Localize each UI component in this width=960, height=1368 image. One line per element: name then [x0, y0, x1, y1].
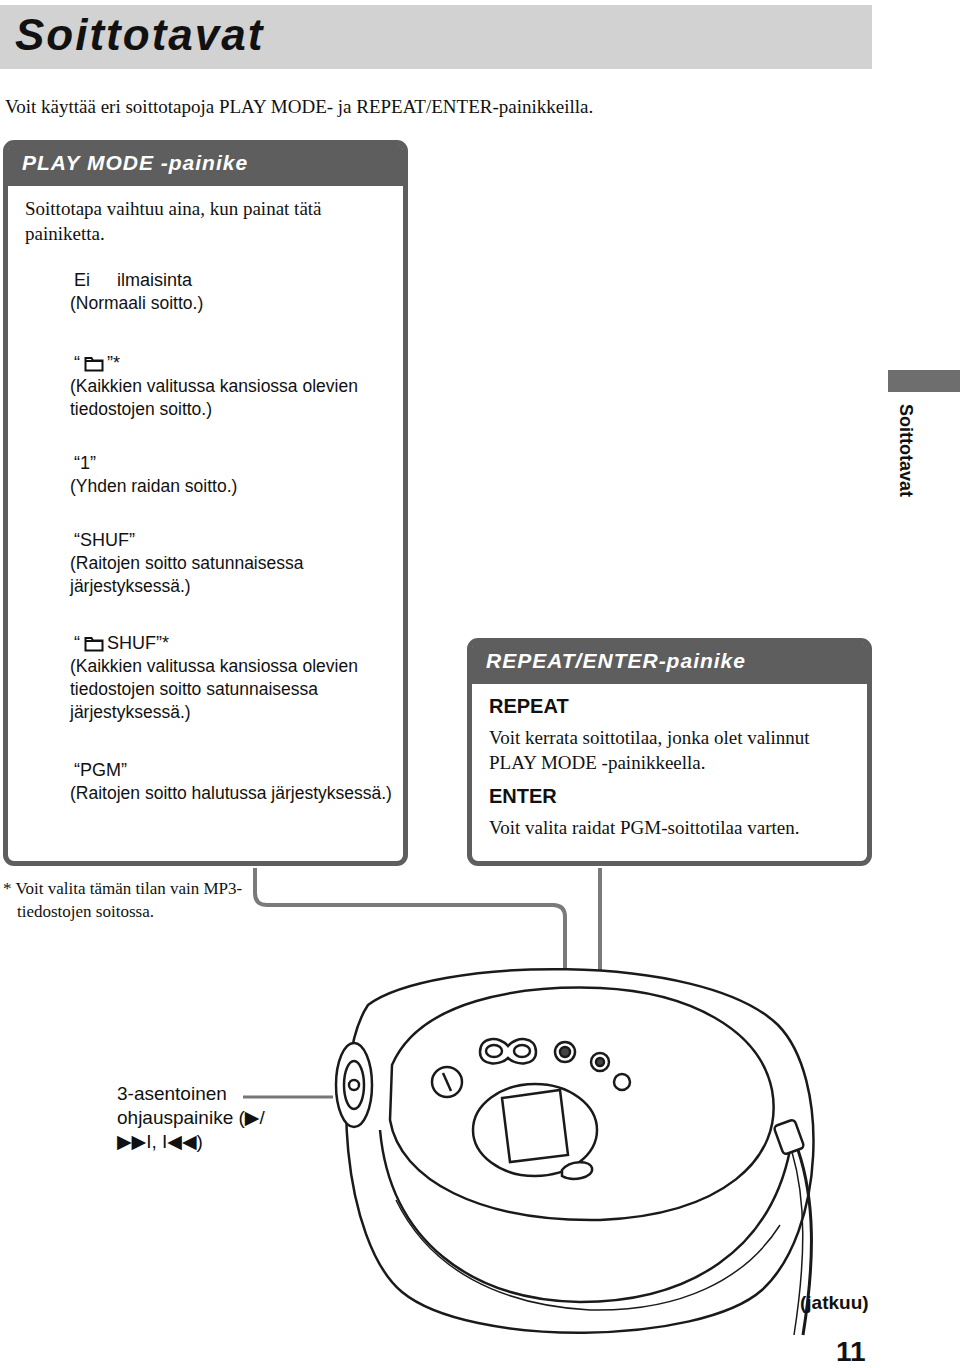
button-panel: PLAY MODE -painikeSoittotapa vaihtuu ain…	[3, 140, 408, 866]
folder-icon	[84, 356, 104, 372]
footnote: * Voit valita tämän tilan vain MP3-tiedo…	[3, 878, 262, 924]
drawing-stroke	[480, 1039, 536, 1063]
section-tab: Soittotavat	[895, 404, 916, 524]
drawing-stroke	[502, 1090, 568, 1162]
panel-heading: REPEAT/ENTER-painike	[472, 643, 867, 687]
drawing-stroke	[344, 1061, 364, 1109]
callout-leader	[243, 1096, 333, 1099]
description: (Normaali soitto.)	[70, 292, 405, 315]
display-indicator: “ ”*	[70, 352, 405, 375]
mode-item: “ ”*(Kaikkien valitussa kansiossa olevie…	[70, 352, 405, 421]
continued-note: (jatkuu)	[800, 1292, 900, 1314]
side-tab	[888, 370, 960, 392]
drawing-stroke	[596, 1058, 604, 1066]
page-number: 11	[836, 1336, 896, 1368]
subheading: ENTER	[472, 777, 867, 808]
mode-item: “SHUF”(Raitojen soitto satunnaisessa jär…	[70, 529, 405, 598]
display-indicator: “SHUF”	[70, 529, 405, 552]
drawing-stroke	[514, 1045, 530, 1057]
drawing-stroke	[443, 1073, 451, 1091]
mode-item: “PGM”(Raitojen soitto halutussa järjesty…	[70, 759, 405, 805]
callout-label: 3-asentoinen ohjauspainike (▶/▶▶I, I◀◀)	[117, 1082, 267, 1153]
mode-item: “ SHUF”*(Kaikkien valitussa kansiossa ol…	[70, 632, 405, 724]
folder-icon	[84, 636, 104, 652]
drawing-stroke	[432, 1067, 462, 1097]
display-indicator: “ SHUF”*	[70, 632, 405, 655]
display-indicator: “PGM”	[70, 759, 405, 782]
drawing-stroke	[349, 1080, 359, 1090]
cd-player	[336, 969, 813, 1335]
subheading: REPEAT	[472, 687, 867, 718]
page-title: Soittotavat	[15, 10, 264, 60]
description: Voit kerrata soittotilaa, jonka olet val…	[472, 718, 867, 777]
drawing-stroke	[390, 988, 774, 1220]
description: (Raitojen soitto halutussa järjestyksess…	[70, 782, 405, 805]
drawing-stroke	[336, 1043, 372, 1127]
description: (Kaikkien valitussa kansiossa olevien ti…	[70, 655, 405, 723]
button-panel: REPEAT/ENTER-painikeREPEATVoit kerrata s…	[467, 638, 872, 866]
description: (Kaikkien valitussa kansiossa olevien ti…	[70, 375, 405, 421]
drawing-stroke	[774, 1119, 805, 1155]
drawing-stroke	[614, 1074, 630, 1090]
description: Voit valita raidat PGM-soittotilaa varte…	[472, 808, 867, 843]
drawing-stroke	[555, 1042, 575, 1062]
drawing-stroke	[346, 969, 813, 1333]
drawing-stroke	[562, 1162, 592, 1179]
display-indicator: Ei ilmaisinta	[70, 269, 405, 292]
mode-item: “1”(Yhden raidan soitto.)	[70, 452, 405, 498]
title-band	[0, 5, 872, 69]
display-indicator: “1”	[70, 452, 405, 475]
mode-item: Ei ilmaisinta(Normaali soitto.)	[70, 269, 405, 315]
folder-icon-outline	[86, 358, 103, 371]
description: (Yhden raidan soitto.)	[70, 475, 405, 498]
panel-heading: PLAY MODE -painike	[8, 145, 403, 189]
intro-text: Voit käyttää eri soittotapoja PLAY MODE-…	[5, 96, 905, 118]
drawing-stroke	[560, 1047, 570, 1057]
drawing-stroke	[591, 1053, 609, 1071]
folder-icon-outline	[86, 638, 103, 651]
description: Soittotapa vaihtuu aina, kun painat tätä…	[8, 189, 403, 248]
drawing-stroke	[486, 1045, 502, 1057]
description: (Raitojen soitto satunnaisessa järjestyk…	[70, 552, 405, 598]
